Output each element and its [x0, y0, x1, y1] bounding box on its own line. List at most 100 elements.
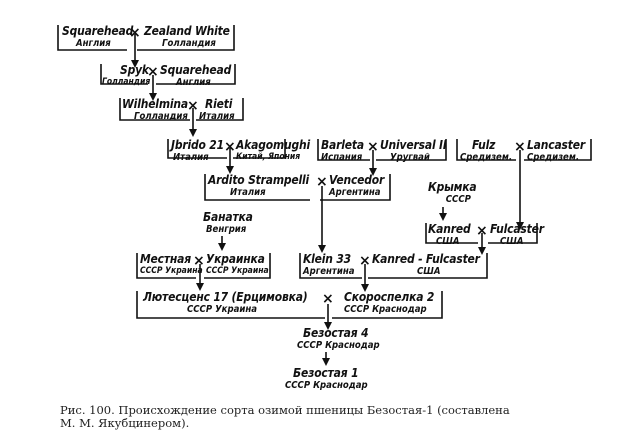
variety-name: Fulcaster — [490, 221, 544, 236]
caption-line-2: М. М. Якубцинером). — [60, 416, 190, 430]
caption-line-1: Рис. 100. Происхождение сорта озимой пше… — [60, 403, 510, 417]
node-skorospelka-2: Скороспелка 2 СССР Краснодар — [344, 289, 449, 316]
variety-name: Akagomughi — [236, 137, 310, 152]
variety-country: СССР Краснодар — [285, 380, 368, 391]
variety-name: Ardito Strampelli — [208, 172, 310, 187]
variety-name: Lancaster — [527, 137, 585, 152]
bracket-zealand — [137, 25, 235, 51]
arrowhead-klein — [361, 284, 369, 292]
figure-caption: Рис. 100. Происхождение сорта озимой пше… — [60, 404, 600, 430]
variety-name: Fulz — [472, 137, 496, 152]
node-ukrainka: Украинка СССР Украина — [206, 252, 276, 277]
node-universal-ii: Universal II Уругвай — [380, 137, 458, 164]
bracket-klein — [299, 253, 362, 279]
variety-name: Банатка — [203, 209, 253, 224]
variety-country: Аргентина — [329, 187, 381, 198]
variety-country: Италия — [173, 152, 209, 163]
variety-country: Венгрия — [206, 224, 247, 235]
variety-country: СССР — [445, 194, 471, 205]
node-bezostaya-4: Безостая 4 СССР Краснодар — [297, 325, 389, 352]
node-fulz: Fulz Средизем. — [460, 137, 518, 164]
bracket-ibrido — [167, 139, 227, 159]
arrowhead-r3 — [189, 129, 197, 137]
variety-name: Universal II — [380, 137, 447, 152]
arrowhead-ardito — [318, 245, 326, 253]
variety-country: Средизем. — [527, 152, 580, 163]
bracket-ukrainka — [204, 253, 271, 279]
variety-name: Zealand White — [144, 23, 230, 38]
bracket-squarehead1 — [57, 25, 127, 51]
node-lutescens-17: Лютесценс 17 (Ерцимовка) СССР Украина — [143, 290, 334, 316]
bracket-wilhelmina — [119, 98, 190, 121]
node-spyk: Spyk — [120, 63, 154, 77]
node-krymka: Крымка СССР — [428, 179, 484, 206]
variety-country: СССР Украина — [140, 266, 203, 276]
arrowhead-krymka — [439, 213, 447, 221]
cross-symbol: × — [193, 253, 205, 269]
bracket-universal — [376, 139, 447, 161]
variety-name: Spyk — [120, 62, 149, 77]
bracket-skorospelka — [332, 291, 443, 319]
bracket-squarehead2 — [156, 64, 236, 85]
variety-name: Украинка — [206, 251, 265, 266]
node-klein-33: Klein 33 Аргентина — [303, 251, 360, 278]
cross-symbol: × — [187, 98, 199, 114]
cross-symbol: × — [316, 174, 328, 190]
variety-country: СССР Краснодар — [344, 304, 427, 315]
variety-country: Англия — [76, 38, 111, 49]
bracket-lutescens — [136, 291, 325, 319]
cross-symbol: × — [322, 291, 334, 307]
arrowhead-banatka — [218, 243, 226, 251]
bracket-kanred-fulcaster — [368, 253, 488, 279]
bracket-vencedor — [320, 174, 391, 201]
cross-symbol: × — [224, 139, 236, 155]
variety-name: Kanred - Fulcaster — [372, 251, 480, 266]
arrowhead-fulz — [516, 222, 524, 230]
variety-name: Kanred — [428, 221, 471, 236]
cross-symbol: × — [476, 223, 488, 239]
arrowhead-bezostaya4 — [322, 358, 330, 366]
bracket-akagomughi — [233, 139, 286, 159]
variety-country: Англия — [176, 77, 211, 88]
variety-name: Jbrido 21 — [171, 137, 224, 152]
arrowhead-barleta — [369, 168, 377, 176]
variety-name: Крымка — [428, 179, 477, 194]
bracket-fulz — [456, 139, 516, 161]
node-fulcaster: Fulcaster США — [490, 221, 553, 248]
variety-name: Barleta — [321, 137, 364, 152]
node-rieti: Rieti Италия — [199, 96, 239, 123]
bracket-mestnaya — [136, 253, 196, 279]
bracket-ardito — [204, 174, 310, 201]
node-akagomughi: Akagomughi Китай, Япония — [236, 138, 322, 163]
cross-symbol: × — [514, 139, 526, 155]
cross-symbol: × — [147, 64, 159, 80]
variety-name: Местная — [140, 251, 191, 266]
arrowhead-lutescens — [324, 322, 332, 330]
node-vencedor: Vencedor Аргентина — [329, 173, 393, 199]
variety-country: Голландия — [162, 38, 216, 49]
variety-country: Уругвай — [390, 152, 430, 163]
node-mestnaya: Местная СССР Украина — [140, 252, 210, 277]
variety-name: Скороспелка 2 — [344, 289, 435, 304]
bracket-rieti — [196, 98, 244, 121]
variety-name: Squarehead — [160, 62, 232, 77]
variety-country: США — [436, 236, 460, 247]
bracket-barleta — [317, 139, 370, 161]
node-wilhelmina: Wilhelmina Голландия — [122, 97, 199, 123]
variety-name: Безостая 4 — [303, 325, 369, 340]
variety-country: СССР Украина — [206, 266, 269, 276]
bracket-lancaster — [524, 139, 592, 161]
variety-country: США — [417, 266, 441, 277]
variety-name: Rieti — [205, 96, 233, 111]
variety-name: Klein 33 — [303, 251, 351, 266]
variety-name: Безостая 1 — [293, 365, 359, 380]
node-kanred-fulcaster: Kanred - Fulcaster США — [372, 251, 497, 278]
node-zealand-white: Zealand White Голландия — [144, 23, 244, 50]
bracket-kanred — [425, 223, 478, 244]
variety-country: Италия — [230, 187, 266, 198]
node-squarehead-2: Squarehead Англия — [160, 62, 243, 89]
variety-country: США — [500, 236, 524, 247]
variety-country: Голландия — [134, 111, 188, 122]
cross-symbol: × — [129, 25, 141, 41]
